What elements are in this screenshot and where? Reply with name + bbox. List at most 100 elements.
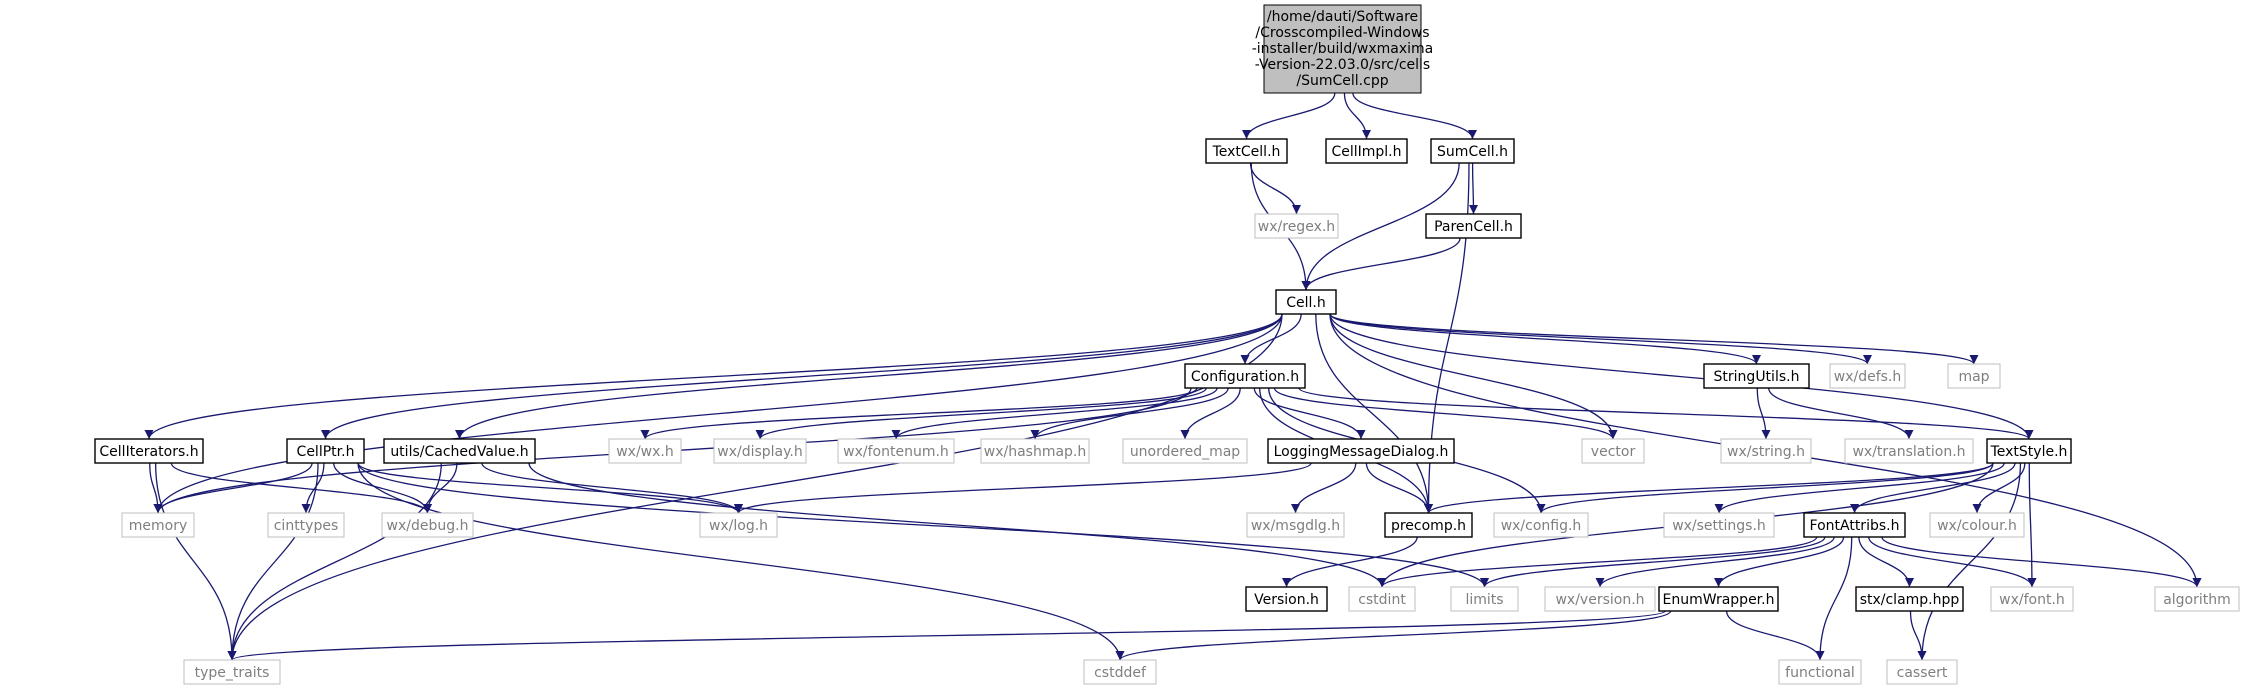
node-vector[interactable]: vector xyxy=(1581,438,1645,464)
node-stxclamp[interactable]: stx/clamp.hpp xyxy=(1855,586,1964,612)
node-wxtranslation[interactable]: wx/translation.h xyxy=(1844,438,1974,464)
edge-fontattribs-to-algorithm xyxy=(1881,536,2202,588)
node-cachedvalue-box xyxy=(383,438,536,464)
node-type_traits[interactable]: type_traits xyxy=(183,659,281,685)
node-textcell[interactable]: TextCell.h xyxy=(1205,138,1288,164)
node-root-label-line-1: /Crosscompiled-Windows xyxy=(1255,25,1429,41)
node-wxdebug[interactable]: wx/debug.h xyxy=(381,512,474,538)
node-precomp-label: precomp.h xyxy=(1391,518,1466,534)
node-precomp[interactable]: precomp.h xyxy=(1384,512,1473,538)
node-wxversion[interactable]: wx/version.h xyxy=(1544,586,1656,612)
edge-root-to-sumcell xyxy=(1352,92,1477,140)
node-cachedvalue[interactable]: utils/CachedValue.h xyxy=(383,438,536,464)
node-functional-label: functional xyxy=(1785,665,1855,681)
edge-cell-to-celliterators xyxy=(144,313,1283,440)
node-root-label-line-2: -installer/build/wxmaxima xyxy=(1252,41,1434,57)
node-cellimpl-label: CellImpl.h xyxy=(1331,144,1401,160)
edge-celliterators-to-type_traits xyxy=(154,462,237,661)
edge-loggingdialog-to-wxmsgdlg xyxy=(1291,462,1357,514)
node-celliterators[interactable]: CellIterators.h xyxy=(94,438,204,464)
edge-textcell-to-wxregex xyxy=(1249,162,1301,215)
node-loggingdialog-box xyxy=(1267,438,1455,464)
node-wxhashmap[interactable]: wx/hashmap.h xyxy=(980,438,1090,464)
node-configuration[interactable]: Configuration.h xyxy=(1184,363,1306,389)
node-limits-box xyxy=(1450,586,1519,612)
node-textcell-label: TextCell.h xyxy=(1212,144,1281,160)
node-stxclamp-box xyxy=(1855,586,1964,612)
node-wxdefs[interactable]: wx/defs.h xyxy=(1829,363,1906,389)
node-root-label-line-3: -Version-22.03.0/src/cells xyxy=(1255,57,1430,73)
node-stringutils[interactable]: StringUtils.h xyxy=(1703,363,1810,389)
edge-sumcell-to-parencell xyxy=(1468,162,1478,215)
node-wxsettings-box xyxy=(1663,512,1775,538)
node-cstddef[interactable]: cstddef xyxy=(1083,659,1157,685)
node-wxfontenum[interactable]: wx/fontenum.h xyxy=(837,438,955,464)
node-wxdisplay-label: wx/display.h xyxy=(717,444,803,460)
node-enumwrapper[interactable]: EnumWrapper.h xyxy=(1658,586,1779,612)
node-vector-label: vector xyxy=(1591,444,1636,460)
edge-stringutils-to-wxstring xyxy=(1756,387,1771,440)
node-wxstring[interactable]: wx/string.h xyxy=(1720,438,1812,464)
node-sumcell[interactable]: SumCell.h xyxy=(1430,138,1515,164)
edge-loggingdialog-to-wxlog xyxy=(734,462,1312,514)
node-cellptr-box xyxy=(286,438,365,464)
edge-cellptr-to-type_traits xyxy=(227,462,319,661)
node-cinttypes[interactable]: cinttypes xyxy=(267,512,345,538)
edge-cellptr-to-wxlog xyxy=(357,462,743,514)
node-wxfontenum-label: wx/fontenum.h xyxy=(843,444,949,460)
edge-configuration-to-vector xyxy=(1273,387,1618,440)
edge-cell-to-map xyxy=(1329,313,1979,365)
node-wxcolour[interactable]: wx/colour.h xyxy=(1929,512,2025,538)
node-wxsettings-label: wx/settings.h xyxy=(1672,518,1766,534)
edge-fontattribs-to-enumwrapper xyxy=(1714,536,1845,588)
edge-fontattribs-to-functional xyxy=(1815,536,1853,661)
node-limits[interactable]: limits xyxy=(1450,586,1519,612)
node-cellptr[interactable]: CellPtr.h xyxy=(286,438,365,464)
node-wxwx[interactable]: wx/wx.h xyxy=(608,438,682,464)
node-cachedvalue-label: utils/CachedValue.h xyxy=(390,444,528,460)
edge-cell-to-wxdefs xyxy=(1329,313,1872,365)
edge-stxclamp-to-cassert xyxy=(1909,610,1927,661)
node-algorithm[interactable]: algorithm xyxy=(2154,586,2240,612)
edge-configuration-to-wxfontenum xyxy=(891,387,1218,440)
node-functional-box xyxy=(1778,659,1862,685)
node-wxfont[interactable]: wx/font.h xyxy=(1990,586,2074,612)
node-cassert[interactable]: cassert xyxy=(1886,659,1958,685)
node-functional[interactable]: functional xyxy=(1778,659,1862,685)
edge-enumwrapper-to-functional xyxy=(1725,610,1825,661)
node-memory[interactable]: memory xyxy=(121,512,195,538)
node-parencell[interactable]: ParenCell.h xyxy=(1425,213,1522,239)
node-sumcell-box xyxy=(1430,138,1515,164)
node-loggingdialog[interactable]: LoggingMessageDialog.h xyxy=(1267,438,1455,464)
node-wxdisplay[interactable]: wx/display.h xyxy=(713,438,807,464)
node-version[interactable]: Version.h xyxy=(1245,586,1328,612)
node-parencell-label: ParenCell.h xyxy=(1434,219,1513,235)
node-fontattribs[interactable]: FontAttribs.h xyxy=(1803,512,1906,538)
node-wxmsgdlg[interactable]: wx/msgdlg.h xyxy=(1246,512,1345,538)
node-unordered_map[interactable]: unordered_map xyxy=(1122,438,1248,464)
node-fontattribs-label: FontAttribs.h xyxy=(1810,518,1900,534)
node-cell[interactable]: Cell.h xyxy=(1275,289,1337,315)
edge-celliterators-to-wxdebug xyxy=(170,462,432,514)
node-algorithm-label: algorithm xyxy=(2163,592,2231,608)
node-wxregex[interactable]: wx/regex.h xyxy=(1254,213,1339,239)
node-cellimpl[interactable]: CellImpl.h xyxy=(1325,138,1408,164)
node-wxdefs-label: wx/defs.h xyxy=(1834,369,1902,385)
node-cstddef-label: cstddef xyxy=(1094,665,1147,681)
edge-cell-to-memory xyxy=(153,313,1283,514)
edges-layer xyxy=(144,92,2202,661)
node-map[interactable]: map xyxy=(1947,363,2001,389)
node-textstyle[interactable]: TextStyle.h xyxy=(1986,438,2072,464)
node-textstyle-label: TextStyle.h xyxy=(1990,444,2068,460)
node-cstdint[interactable]: cstdint xyxy=(1348,586,1416,612)
edge-cell-to-cachedvalue xyxy=(455,313,1283,440)
node-wxconfig[interactable]: wx/config.h xyxy=(1493,512,1589,538)
node-wxsettings[interactable]: wx/settings.h xyxy=(1663,512,1775,538)
node-sumcell-label: SumCell.h xyxy=(1437,144,1508,160)
edge-loggingdialog-to-precomp xyxy=(1365,462,1433,514)
node-root[interactable]: /home/dauti/Software/Crosscompiled-Windo… xyxy=(1252,4,1434,94)
node-wxlog[interactable]: wx/log.h xyxy=(699,512,778,538)
node-root-label-line-0: /home/dauti/Software xyxy=(1267,9,1418,25)
node-loggingdialog-label: LoggingMessageDialog.h xyxy=(1274,444,1449,460)
